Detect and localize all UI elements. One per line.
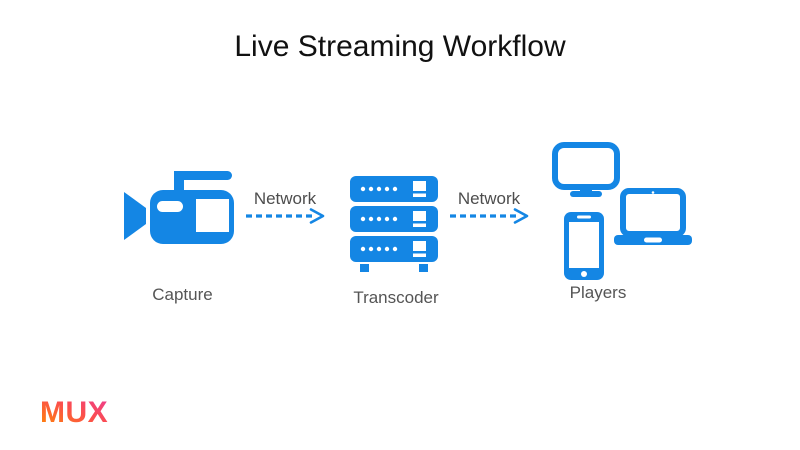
video-camera-icon xyxy=(124,171,234,244)
mux-logo-text: MUX xyxy=(40,396,108,429)
connection-label-1: Network xyxy=(253,189,317,208)
laptop-icon xyxy=(614,188,692,251)
server-stack-icon xyxy=(350,176,438,272)
monitor-icon xyxy=(552,142,620,198)
dashed-arrow-icon xyxy=(246,206,326,226)
mux-logo: MUX xyxy=(40,394,130,430)
node-capture xyxy=(124,166,236,246)
node-transcoder xyxy=(350,176,438,272)
smartphone-icon xyxy=(562,210,606,282)
dashed-arrow-icon xyxy=(450,206,530,226)
connection-label-2: Network xyxy=(457,189,521,208)
page-title: Live Streaming Workflow xyxy=(234,30,566,63)
node-label-capture: Capture xyxy=(152,285,213,304)
node-label-transcoder: Transcoder xyxy=(353,288,439,307)
node-label-players: Players xyxy=(569,283,627,302)
